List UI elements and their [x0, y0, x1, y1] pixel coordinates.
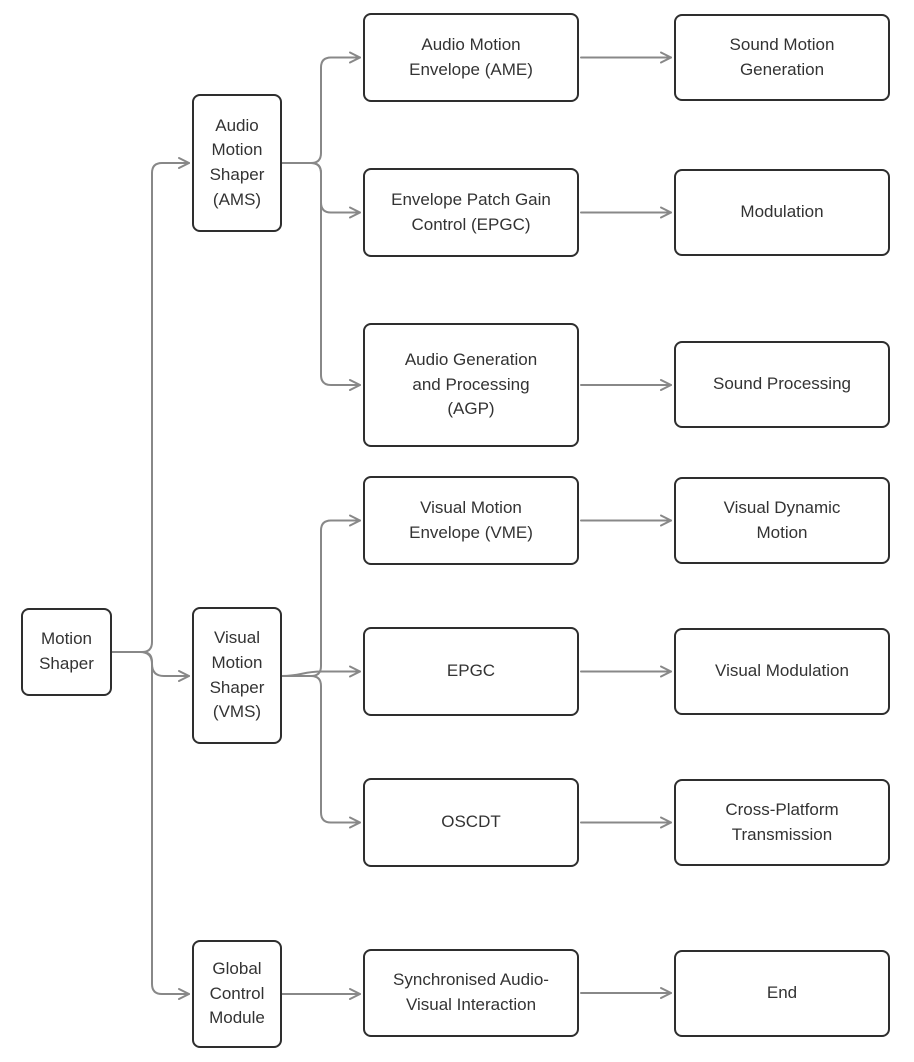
node-oscdt: OSCDT	[363, 778, 579, 867]
edge-vms-to-oscdt	[281, 675, 361, 829]
node-synchronised-av-interaction: Synchronised Audio- Visual Interaction	[363, 949, 579, 1037]
edge-ams-to-ame	[281, 51, 361, 164]
node-sound-motion-generation: Sound Motion Generation	[674, 14, 890, 101]
node-motion-shaper: Motion Shaper	[21, 608, 112, 696]
edge-motion-shaper-to-ams	[111, 157, 190, 653]
edge-ams-to-agp	[281, 162, 361, 391]
node-end: End	[674, 950, 890, 1037]
node-audio-motion-envelope: Audio Motion Envelope (AME)	[363, 13, 579, 102]
node-audio-generation-processing: Audio Generation and Processing (AGP)	[363, 323, 579, 447]
node-cross-platform-transmission: Cross-Platform Transmission	[674, 779, 890, 866]
node-epgc: EPGC	[363, 627, 579, 716]
edge-vms-to-vme	[281, 514, 361, 677]
node-sound-processing: Sound Processing	[674, 341, 890, 428]
node-visual-dynamic-motion: Visual Dynamic Motion	[674, 477, 890, 564]
node-visual-motion-envelope: Visual Motion Envelope (VME)	[363, 476, 579, 565]
edge-motion-shaper-to-gcm	[111, 651, 190, 1000]
node-visual-motion-shaper: Visual Motion Shaper (VMS)	[192, 607, 282, 744]
node-visual-modulation: Visual Modulation	[674, 628, 890, 715]
node-global-control-module: Global Control Module	[192, 940, 282, 1048]
node-audio-motion-shaper: Audio Motion Shaper (AMS)	[192, 94, 282, 232]
node-envelope-patch-gain-control: Envelope Patch Gain Control (EPGC)	[363, 168, 579, 257]
node-modulation: Modulation	[674, 169, 890, 256]
